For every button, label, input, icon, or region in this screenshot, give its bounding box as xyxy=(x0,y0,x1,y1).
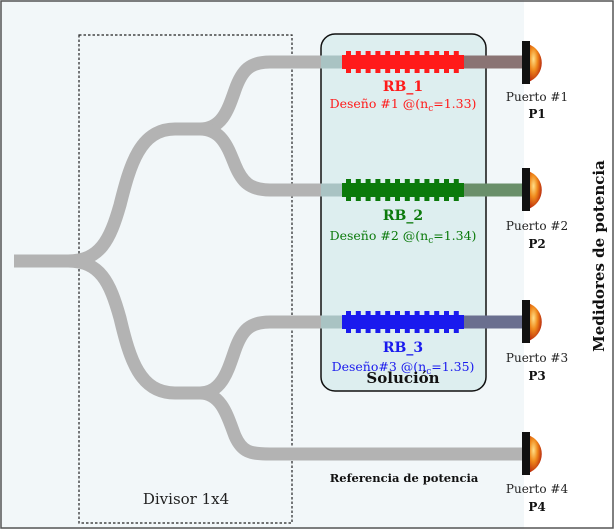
power-meter-1 xyxy=(522,41,542,84)
solution-box xyxy=(320,33,487,392)
grating-tooth xyxy=(414,51,420,73)
grating-tooth xyxy=(453,179,459,201)
detector-dome-icon xyxy=(528,44,542,82)
grating-tooth xyxy=(444,179,449,201)
grating-tooth xyxy=(346,179,351,201)
grating-tooth xyxy=(375,311,381,333)
port2-id: P2 xyxy=(528,237,545,251)
grating-tooth xyxy=(404,51,410,73)
grating-tooth xyxy=(395,51,400,73)
branch-wg2 xyxy=(199,122,340,197)
grating-tooth xyxy=(355,179,361,201)
rb3-design: Deseño#3 @(nc=1.35) xyxy=(332,359,475,377)
port3-id: P3 xyxy=(528,369,545,383)
grating-tooth xyxy=(375,179,381,201)
grating-body xyxy=(342,315,464,329)
rb1-design: Deseño #1 @(nc=1.33) xyxy=(330,96,477,114)
grating-tooth xyxy=(404,179,410,201)
grating-tooth xyxy=(355,311,361,333)
splitter-label: Divisor 1x4 xyxy=(143,490,229,508)
grating-tooth xyxy=(414,311,420,333)
grating-rb3 xyxy=(342,311,464,333)
detector-bar-icon xyxy=(522,300,530,343)
grating-body xyxy=(342,183,464,197)
grating-tooth xyxy=(444,51,449,73)
grating-tooth xyxy=(365,311,371,333)
grating-tooth xyxy=(453,311,459,333)
grating-tooth xyxy=(355,51,361,73)
branch-wg3 xyxy=(199,315,340,400)
port1-id: P1 xyxy=(528,107,545,121)
solution-guides xyxy=(321,55,342,329)
grating-tooth xyxy=(434,51,440,73)
grating-body xyxy=(342,55,464,69)
grating-tooth xyxy=(346,311,351,333)
detector-bar-icon xyxy=(522,41,530,84)
grating-tooth xyxy=(434,311,440,333)
power-meter-3 xyxy=(522,300,542,343)
port4-label: Puerto #4 xyxy=(506,482,569,496)
rb2-design: Deseño #2 @(nc=1.34) xyxy=(330,228,477,246)
input-waveguide xyxy=(14,122,200,268)
grating-tooth xyxy=(414,179,420,201)
reference-label: Referencia de potencia xyxy=(330,471,479,485)
rb1-name: RB_1 xyxy=(383,79,423,95)
detector-bar-icon xyxy=(522,168,530,211)
port4-id: P4 xyxy=(528,500,545,514)
detector-dome-icon xyxy=(528,303,542,341)
rb2-name: RB_2 xyxy=(383,208,423,224)
grating-tooth xyxy=(395,311,400,333)
grating-tooth xyxy=(444,311,449,333)
grating-tooth xyxy=(424,311,430,333)
grating-tooth xyxy=(385,179,391,201)
power-meter-4 xyxy=(522,432,542,475)
grating-rb1 xyxy=(342,51,464,73)
power-meter-2 xyxy=(522,168,542,211)
branch-lower-trunk xyxy=(67,254,200,400)
detector-dome-icon xyxy=(528,171,542,209)
grating-tooth xyxy=(434,179,440,201)
grating-tooth xyxy=(385,51,391,73)
grating-tooth xyxy=(424,179,430,201)
grating-tooth xyxy=(346,51,351,73)
detector-dome-icon xyxy=(528,435,542,473)
port1-label: Puerto #1 xyxy=(506,90,568,104)
detector-bar-icon xyxy=(522,432,530,475)
rb3-name: RB_3 xyxy=(383,340,423,356)
grating-tooth xyxy=(365,179,371,201)
grating-tooth xyxy=(365,51,371,73)
branch-wg1 xyxy=(199,55,340,136)
grating-tooth xyxy=(404,311,410,333)
port3-label: Puerto #3 xyxy=(506,351,568,365)
grating-tooth xyxy=(424,51,430,73)
grating-rb2 xyxy=(342,179,464,201)
branch-wg4 xyxy=(199,386,524,461)
grating-tooth xyxy=(453,51,459,73)
splitter-waveguides xyxy=(14,55,524,461)
grating-tooth xyxy=(385,311,391,333)
grating-tooth xyxy=(375,51,381,73)
solution-label: Solución xyxy=(366,369,439,387)
grating-tooth xyxy=(395,179,400,201)
splitter-box xyxy=(78,34,293,524)
side-title: Medidores de potencia xyxy=(590,160,608,352)
port2-label: Puerto #2 xyxy=(506,219,568,233)
